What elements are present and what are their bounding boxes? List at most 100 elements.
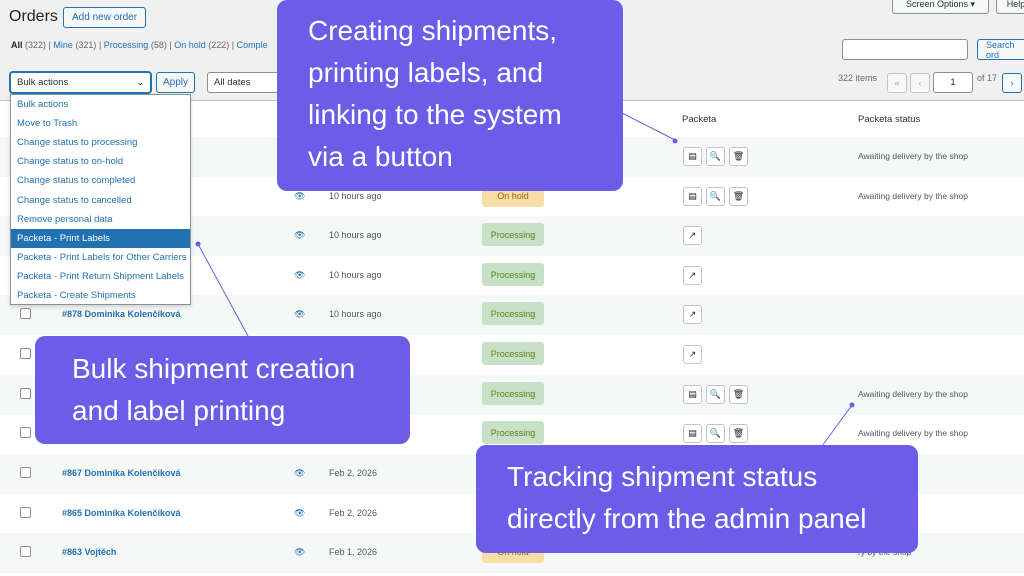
external-link-icon[interactable]: ↗ — [683, 266, 702, 285]
row-checkbox[interactable] — [20, 467, 31, 478]
bulk-menu-item[interactable]: Change status to processing — [17, 137, 138, 149]
eye-icon[interactable]: 👁 — [294, 468, 306, 478]
connector-left — [197, 243, 249, 337]
current-page-input[interactable]: 1 — [933, 72, 973, 93]
row-checkbox[interactable] — [20, 388, 31, 399]
bulk-menu-item[interactable]: Packeta - Print Labels — [11, 228, 190, 248]
callout-left-line-1: Bulk shipment creation — [72, 353, 356, 384]
order-date: Feb 2, 2026 — [329, 508, 378, 518]
connector-right-dot — [849, 402, 855, 408]
bulk-menu-item[interactable]: Change status to on-hold — [17, 156, 124, 168]
connector-left-dot — [195, 241, 201, 247]
date-filter-value: All dates — [214, 77, 251, 88]
eye-icon[interactable]: 👁 — [294, 547, 306, 557]
eye-icon[interactable]: 👁 — [294, 270, 306, 280]
order-date: 10 hours ago — [329, 230, 382, 240]
row-checkbox[interactable] — [20, 546, 31, 557]
search-icon[interactable]: 🔍 — [706, 187, 725, 206]
table-row: 👁 10 hours ago Processing ↗ — [0, 256, 1024, 296]
order-link[interactable]: #865 Dominika Kolenčíková — [62, 508, 181, 518]
first-page-button[interactable]: « — [887, 73, 907, 93]
table-row: 👁Processing▤🔍🗑Awaiting delivery by the s… — [0, 414, 1024, 454]
order-date: Feb 1, 2026 — [329, 547, 378, 557]
view-completed[interactable]: Comple — [236, 40, 268, 50]
external-link-icon[interactable]: ↗ — [683, 345, 702, 364]
status-badge: Processing — [482, 421, 544, 444]
packeta-status: Awaiting delivery by the shop — [858, 389, 968, 399]
trash-icon[interactable]: 🗑 — [729, 187, 748, 206]
order-link[interactable]: #863 Vojtěch — [62, 547, 117, 557]
connector-top-dot — [672, 138, 678, 144]
total-pages: of 17 — [977, 73, 998, 83]
eye-icon[interactable]: 👁 — [294, 191, 306, 201]
order-date: Feb 2, 2026 — [329, 468, 378, 478]
status-badge: Processing — [482, 302, 544, 325]
trash-icon[interactable]: 🗑 — [729, 385, 748, 404]
callout-tracking-status: Tracking shipment status directly from t… — [476, 445, 918, 553]
status-filter-links: All (322) | Mine (321) | Processing (58)… — [11, 40, 268, 50]
items-count: 322 items — [838, 73, 878, 83]
order-link[interactable]: #867 Dominika Kolenčíková — [62, 468, 181, 478]
row-checkbox[interactable] — [20, 427, 31, 438]
bulk-menu-item[interactable]: Packeta - Create Shipments — [17, 289, 136, 301]
external-link-icon[interactable]: ↗ — [683, 305, 702, 324]
bulk-menu-item[interactable]: Move to Trash — [17, 118, 78, 130]
eye-icon[interactable]: 👁 — [294, 508, 306, 518]
status-badge: Processing — [482, 342, 544, 365]
trash-icon[interactable]: 🗑 — [729, 147, 748, 166]
bulk-menu-item[interactable]: Packeta - Print Labels for Other Carrier… — [17, 251, 187, 263]
eye-icon[interactable]: 👁 — [294, 309, 306, 319]
callout-top-line-3: linking to the system — [308, 99, 562, 130]
bulk-menu-item[interactable]: Change status to completed — [17, 175, 136, 187]
view-all[interactable]: All (322) — [11, 40, 47, 50]
bulk-menu-item[interactable]: Change status to cancelled — [17, 194, 132, 206]
external-link-icon[interactable]: ↗ — [683, 226, 702, 245]
screen-options-button[interactable]: Screen Options ▾ — [892, 0, 989, 14]
search-input[interactable] — [842, 39, 968, 60]
label-pdf-icon[interactable]: ▤ — [683, 147, 702, 166]
connector-top — [619, 111, 676, 141]
status-badge: Processing — [482, 263, 544, 286]
order-date: 10 hours ago — [329, 309, 382, 319]
add-new-order-button[interactable]: Add new order — [63, 7, 147, 28]
page-title: Orders — [9, 8, 58, 25]
apply-button[interactable]: Apply — [156, 72, 195, 93]
label-pdf-icon[interactable]: ▤ — [683, 385, 702, 404]
column-packeta-status: Packeta status — [858, 114, 921, 125]
help-button[interactable]: Help — [996, 0, 1024, 14]
bulk-actions-select[interactable]: Bulk actions ⌄ — [10, 72, 151, 93]
prev-page-button[interactable]: ‹ — [910, 73, 930, 93]
search-icon[interactable]: 🔍 — [706, 424, 725, 443]
callout-create-shipments: Creating shipments, printing labels, and… — [277, 0, 623, 191]
order-date: 10 hours ago — [329, 191, 382, 201]
callout-left-line-2: and label printing — [72, 395, 286, 426]
row-checkbox[interactable] — [20, 507, 31, 518]
order-date: 10 hours ago — [329, 270, 382, 280]
callout-right-line-2: directly from the admin panel — [507, 503, 867, 534]
callout-bulk-creation: Bulk shipment creation and label printin… — [35, 336, 410, 444]
view-mine[interactable]: Mine (321) — [53, 40, 97, 50]
connector-right — [821, 404, 853, 447]
row-checkbox[interactable] — [20, 348, 31, 359]
eye-icon[interactable]: 👁 — [294, 230, 306, 240]
chevron-down-icon: ⌄ — [136, 77, 144, 87]
label-pdf-icon[interactable]: ▤ — [683, 187, 702, 206]
search-icon[interactable]: 🔍 — [706, 385, 725, 404]
bulk-menu-item[interactable]: Remove personal data — [17, 213, 113, 225]
bulk-menu-item[interactable]: Packeta - Print Return Shipment Labels — [17, 270, 184, 282]
view-processing[interactable]: Processing (58) — [103, 40, 167, 50]
view-onhold[interactable]: On hold (222) — [174, 40, 230, 50]
search-orders-button[interactable]: Search ord — [977, 39, 1024, 60]
row-checkbox[interactable] — [20, 308, 31, 319]
label-pdf-icon[interactable]: ▤ — [683, 424, 702, 443]
next-page-button[interactable]: › — [1002, 73, 1022, 93]
bulk-actions-value: Bulk actions — [17, 77, 69, 88]
bulk-menu-item[interactable]: Bulk actions — [17, 99, 69, 111]
search-icon[interactable]: 🔍 — [706, 147, 725, 166]
callout-top-line-1: Creating shipments, — [308, 15, 558, 46]
order-link[interactable]: #878 Dominika Kolenčíková — [62, 309, 181, 319]
status-badge: Processing — [482, 382, 544, 405]
trash-icon[interactable]: 🗑 — [729, 424, 748, 443]
